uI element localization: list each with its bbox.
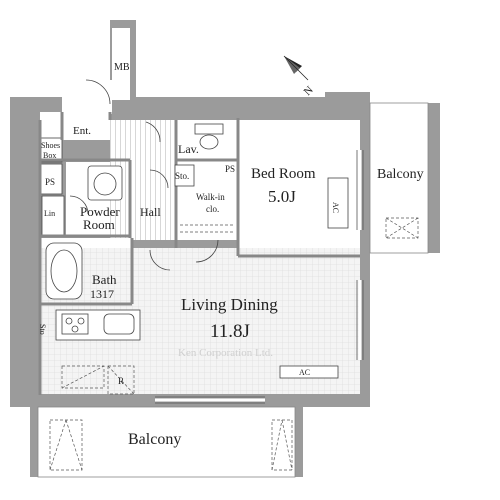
shoes-box-label-2: Box [43,151,56,160]
compass: N [283,55,316,98]
balcony-right-label: Balcony [377,167,424,182]
living-ac-label: AC [299,368,310,377]
ps-left-label: PS [45,177,55,187]
living-dining-name: Living Dining [181,295,278,314]
powder-room-label-1: Powder [80,204,120,219]
kitchen-storage-label: Sto [38,324,47,335]
bed-room-name: Bed Room [251,166,316,182]
bath-size: 1317 [90,287,114,301]
ps-top-label: PS [225,164,235,174]
walk-in-closet-label-1: Walk-in [196,192,225,202]
watermark: Ken Corporation Ltd. [178,347,273,359]
mb-label: MB [114,62,130,73]
hall-storage-label: Sto. [175,171,189,181]
fridge-label: R [118,376,124,386]
living-dining-size: 11.8J [210,321,250,342]
balcony-bottom-label: Balcony [128,431,181,448]
walk-in-closet-label-2: clo. [206,204,219,214]
compass-north-label: N [302,84,316,98]
shoes-box-label-1: Shoes [41,141,60,150]
lav-label: Lav. [178,142,199,156]
rooms [37,28,429,478]
bed-room-ac-label: AC [331,202,340,213]
bed-room-size: 5.0J [268,187,296,206]
entrance-label: Ent. [73,125,91,137]
hall-label: Hall [140,205,161,219]
room-labels: MB Ent. Shoes Box Lav. PS PS Lin Powder … [38,62,424,448]
fixtures [45,79,419,471]
powder-room-label-2: Room [83,217,115,232]
lin-label: Lin [44,209,55,218]
bath-name: Bath [92,272,117,287]
